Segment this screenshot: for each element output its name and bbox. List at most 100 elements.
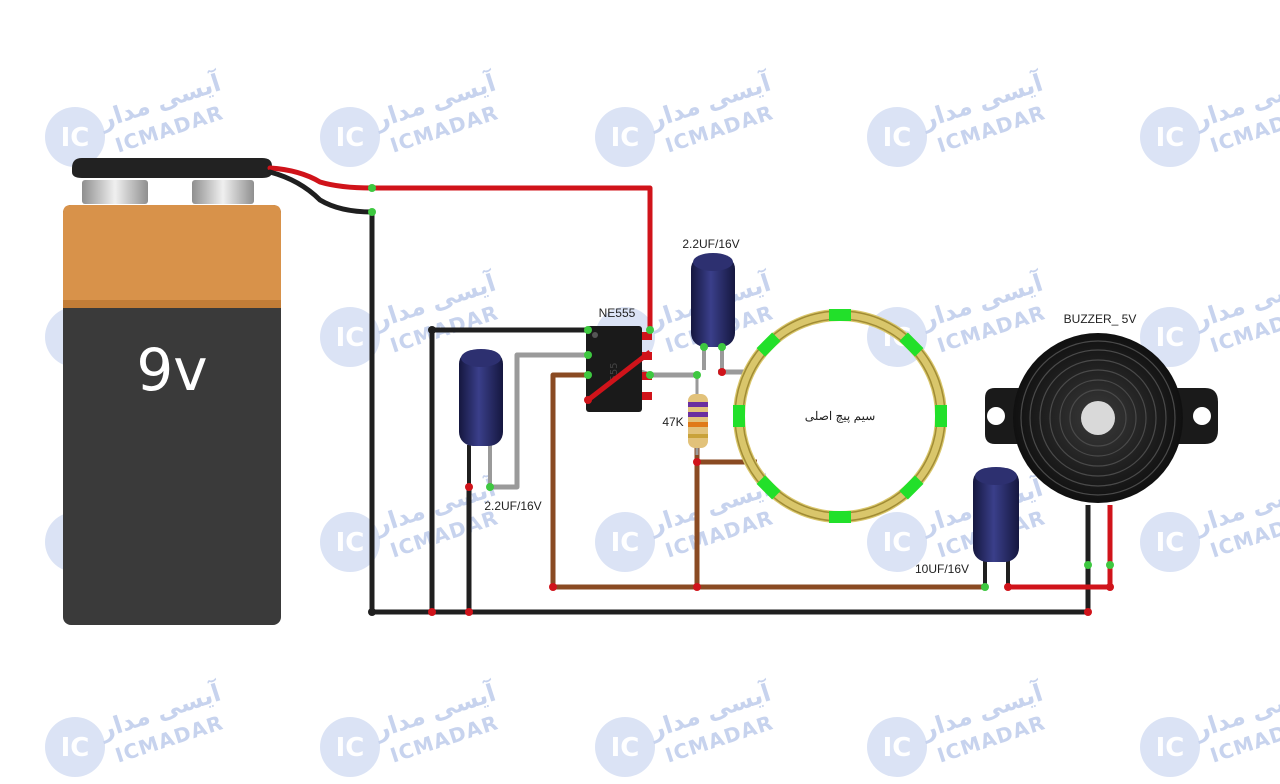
watermark-logo-text: IC: [1156, 528, 1185, 558]
capacitor-right-body: [973, 468, 1019, 562]
junction-dot: [584, 371, 592, 379]
battery-9v: 9v: [63, 158, 281, 625]
coil-marker: [899, 475, 924, 500]
junction-dot: [700, 343, 708, 351]
resistor-47k: 47K: [662, 375, 708, 455]
watermark-logo-text: IC: [611, 123, 640, 153]
junction-dot: [549, 583, 557, 591]
junction-dot: [1106, 561, 1114, 569]
capacitor-left-label: 2.2UF/16V: [484, 499, 541, 513]
battery-top-band: [63, 205, 281, 308]
junction-dots: [368, 184, 1114, 616]
junction-dot: [368, 184, 376, 192]
junction-dot: [428, 326, 436, 334]
junction-dot: [693, 583, 701, 591]
junction-dot: [584, 351, 592, 359]
battery-body: [63, 205, 281, 625]
coil-marker: [899, 332, 924, 357]
coil-label: سیم پیچ اصلی: [805, 409, 876, 423]
buzzer-ring: [1049, 369, 1147, 467]
chip-pin-6: [638, 372, 652, 380]
battery-black-lead: [267, 169, 375, 215]
watermark-logo-text: IC: [336, 528, 365, 558]
wire-positive-to-chip: [372, 185, 653, 330]
watermark-logo-text: IC: [61, 123, 90, 153]
watermark-logo-text: IC: [883, 733, 912, 763]
coil-marker: [935, 405, 947, 427]
buzzer-ring: [1020, 340, 1176, 496]
buzzer-ring: [1039, 359, 1157, 477]
chip-pin-5: [638, 392, 652, 400]
junction-dot: [646, 371, 654, 379]
junction-dot: [718, 343, 726, 351]
capacitor-right-label: 10UF/16V: [915, 562, 969, 576]
capacitor-left-body: [459, 350, 503, 446]
coil-green-markers: [733, 309, 947, 523]
watermark-logo-text: IC: [611, 528, 640, 558]
buzzer-label: BUZZER_ 5V: [1064, 312, 1137, 326]
watermark-logo-text: IC: [1156, 733, 1185, 763]
wire-ground-to-chip: [429, 327, 588, 612]
junction-dot: [584, 396, 592, 404]
junction-dot: [693, 371, 701, 379]
watermark-logo-text: IC: [883, 528, 912, 558]
coil-marker: [733, 405, 745, 427]
watermark-logo-text: IC: [336, 733, 365, 763]
chip-notch: [592, 332, 598, 338]
wire-red-chip-jumper: [586, 350, 652, 402]
junction-dot: [1084, 561, 1092, 569]
capacitor-top: 2.2UF/16V: [682, 237, 740, 370]
battery-label: 9v: [136, 336, 207, 404]
buzzer-5v: BUZZER_ 5V: [985, 312, 1218, 560]
capacitor-top-label: 2.2UF/16V: [682, 237, 739, 251]
watermark-logo-text: IC: [883, 123, 912, 153]
resistor-label: 47K: [662, 415, 683, 429]
coil-marker: [756, 475, 781, 500]
capacitor-left: 2.2UF/16V: [459, 349, 542, 513]
junction-dot: [1084, 608, 1092, 616]
coil-marker: [756, 332, 781, 357]
coil-marker: [829, 309, 851, 321]
coil-marker: [829, 511, 851, 523]
capacitor-top-body: [691, 255, 735, 347]
junction-dot: [693, 458, 701, 466]
junction-dot: [981, 583, 989, 591]
junction-dot: [486, 483, 494, 491]
junction-dot: [646, 326, 654, 334]
watermark-logo-text: IC: [336, 323, 365, 353]
watermark-logo-text: IC: [611, 733, 640, 763]
wire-gray-left-cap: [490, 352, 588, 490]
junction-dot: [584, 326, 592, 334]
battery-terminal-negative: [82, 180, 148, 204]
chip-label: NE555: [599, 306, 636, 320]
watermark-logo-text: IC: [336, 123, 365, 153]
watermark-logo-text: IC: [1156, 123, 1185, 153]
capacitor-right: 10UF/16V: [915, 467, 1019, 587]
buzzer-ring: [1069, 389, 1127, 447]
battery-band-shadow: [63, 300, 281, 308]
watermark-logo-text: IC: [61, 733, 90, 763]
junction-dot: [465, 483, 473, 491]
battery-terminal-positive: [192, 180, 254, 204]
buzzer-ring: [1029, 349, 1167, 487]
junction-dot: [368, 208, 376, 216]
watermark-logo-text: IC: [1156, 323, 1185, 353]
wire-brown-trigger: [550, 372, 985, 590]
buzzer-ring: [1059, 379, 1137, 457]
